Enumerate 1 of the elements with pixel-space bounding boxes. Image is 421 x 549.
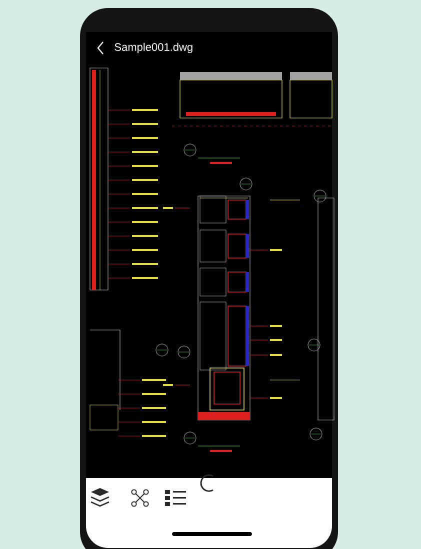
file-title: Sample001.dwg: [114, 42, 192, 54]
